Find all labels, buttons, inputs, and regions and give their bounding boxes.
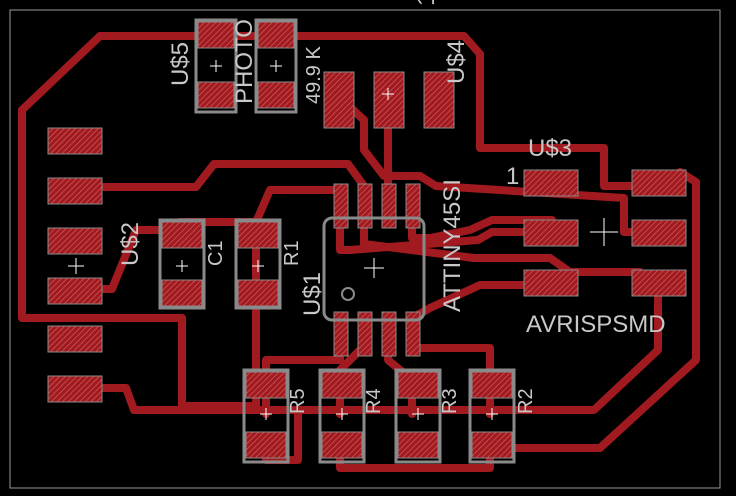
smd-pad	[197, 81, 235, 109]
smd-pad	[161, 279, 203, 307]
label-us1: U$1	[299, 272, 326, 316]
ic-outline	[322, 216, 426, 322]
part-photo-body	[254, 18, 298, 114]
label-pin1-header: 1	[506, 163, 519, 190]
label-us3: U$3	[528, 135, 572, 162]
connector-pad	[47, 325, 103, 353]
smd-pad	[161, 221, 203, 249]
trace	[408, 216, 556, 242]
smd-pad	[321, 371, 363, 399]
trace	[96, 32, 662, 190]
connector-pad	[47, 127, 103, 155]
part-r2-body	[468, 368, 516, 464]
smd-pad	[237, 221, 279, 249]
board-outline	[9, 9, 721, 489]
connector-pad	[47, 375, 103, 403]
origin-cross-icon	[336, 408, 348, 420]
origin-cross-icon	[486, 408, 498, 420]
connector-pad	[47, 277, 103, 305]
origin-cross-icon	[210, 60, 222, 72]
smd-pad	[523, 269, 579, 297]
connector-pad	[47, 227, 103, 255]
smd-pad	[257, 21, 295, 49]
label-us2: U$2	[117, 222, 144, 266]
label-r5: R5	[287, 388, 309, 414]
label-c1: C1	[205, 240, 227, 266]
part-r1-body	[234, 218, 282, 310]
origin-cross-icon	[382, 88, 394, 100]
smd-pad	[323, 71, 355, 129]
label-attiny: ATTINY45SI	[439, 179, 466, 312]
label-r4: R4	[363, 388, 385, 414]
label-r3: R3	[439, 388, 461, 414]
part-r3-body	[394, 368, 442, 464]
trace	[252, 186, 344, 226]
label-res-value: 49.9 K	[303, 46, 325, 104]
smd-pad	[321, 431, 363, 459]
origin-cross-icon	[590, 218, 618, 246]
part-r5-body	[242, 368, 290, 464]
label-us5: U$5	[167, 42, 194, 86]
connector-pad	[47, 177, 103, 205]
smd-pad	[631, 169, 687, 197]
smd-pad	[631, 219, 687, 247]
trace	[360, 224, 644, 276]
origin-cross-icon	[252, 260, 264, 272]
ic-pin	[357, 311, 373, 357]
smd-pad	[397, 431, 439, 459]
ic-pin1-marker	[341, 287, 355, 301]
smd-pad	[373, 71, 405, 129]
ic-pin	[333, 311, 349, 357]
label-r1: R1	[281, 240, 303, 266]
smd-pad	[631, 269, 687, 297]
origin-cross-icon	[68, 258, 84, 274]
origin-cross-icon	[270, 60, 282, 72]
trace	[336, 94, 662, 236]
part-r4-body	[318, 368, 366, 464]
smd-pad	[257, 81, 295, 109]
smd-pad	[237, 279, 279, 307]
trace	[18, 32, 186, 410]
ic-pin	[357, 183, 373, 229]
smd-pad	[245, 371, 287, 399]
smd-pad	[523, 169, 579, 197]
smd-pad	[245, 431, 287, 459]
ic-pin	[405, 311, 421, 357]
label-avrisp: AVRISPSMD	[526, 311, 666, 338]
part-us5-body	[194, 18, 238, 114]
smd-pad	[197, 21, 235, 49]
trace	[486, 168, 700, 452]
origin-cross-icon	[364, 258, 384, 278]
smd-pad	[471, 431, 513, 459]
ic-pin	[405, 183, 421, 229]
label-pin1-top: 1	[413, 0, 440, 6]
ic-pin	[333, 183, 349, 229]
trace	[336, 224, 554, 254]
label-photo: PHOTO	[231, 19, 258, 104]
origin-cross-icon	[176, 260, 188, 272]
origin-cross-icon	[412, 408, 424, 420]
smd-pad	[523, 219, 579, 247]
label-us4: U$4	[443, 40, 470, 84]
origin-cross-icon	[260, 408, 272, 420]
ic-pin	[381, 311, 397, 357]
smd-pad	[423, 71, 455, 129]
part-c1-body	[158, 218, 206, 310]
smd-pad	[397, 371, 439, 399]
ic-pin	[381, 183, 397, 229]
label-r2: R2	[515, 388, 537, 414]
smd-pad	[471, 371, 513, 399]
